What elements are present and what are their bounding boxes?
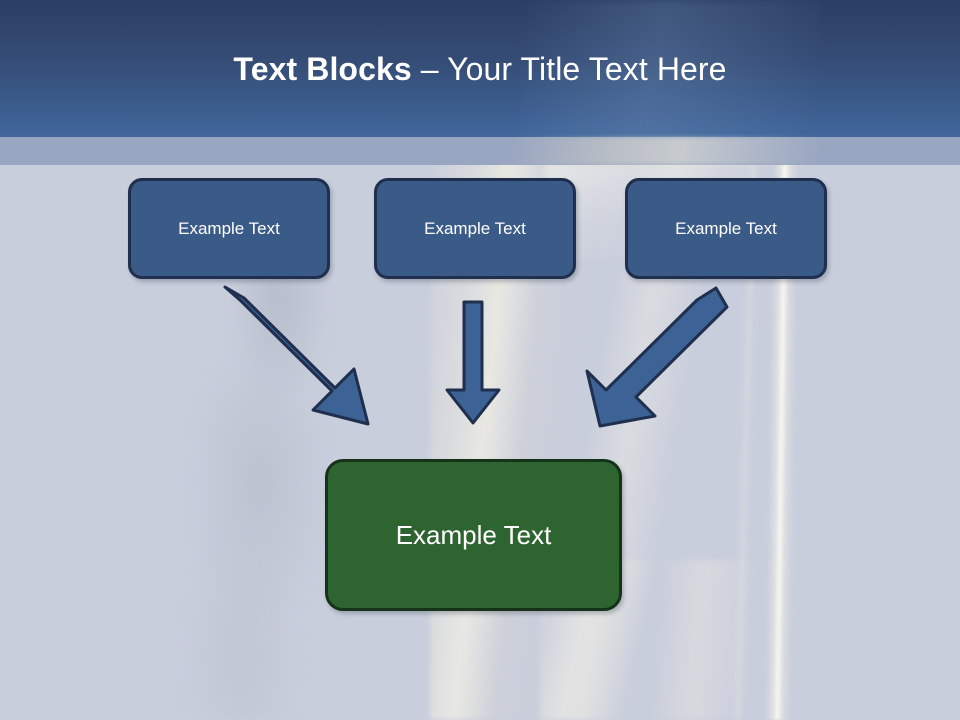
text-block-2[interactable]: Example Text <box>374 178 576 279</box>
result-text-block-label: Example Text <box>395 519 552 550</box>
result-text-block[interactable]: Example Text <box>325 459 622 611</box>
arrow-right-diagonal-icon <box>585 286 729 428</box>
slide-header-band <box>0 0 960 137</box>
arrow-center-vertical-icon <box>445 300 501 425</box>
text-block-1-label: Example Text <box>178 218 280 238</box>
page-title-separator: – <box>411 51 448 87</box>
text-block-1[interactable]: Example Text <box>128 178 330 279</box>
text-block-3-label: Example Text <box>675 218 777 238</box>
text-block-3[interactable]: Example Text <box>625 178 827 279</box>
page-title-bold: Text Blocks <box>233 51 412 87</box>
header-photo-tint <box>520 0 820 137</box>
page-title-regular: Your Title Text Here <box>447 51 727 87</box>
header-subband-photo-tint <box>510 137 820 165</box>
text-block-2-label: Example Text <box>424 218 526 238</box>
slide-header-subband <box>0 137 960 165</box>
arrow-left-diagonal-icon <box>223 285 370 426</box>
page-title: Text Blocks – Your Title Text Here <box>0 48 960 90</box>
